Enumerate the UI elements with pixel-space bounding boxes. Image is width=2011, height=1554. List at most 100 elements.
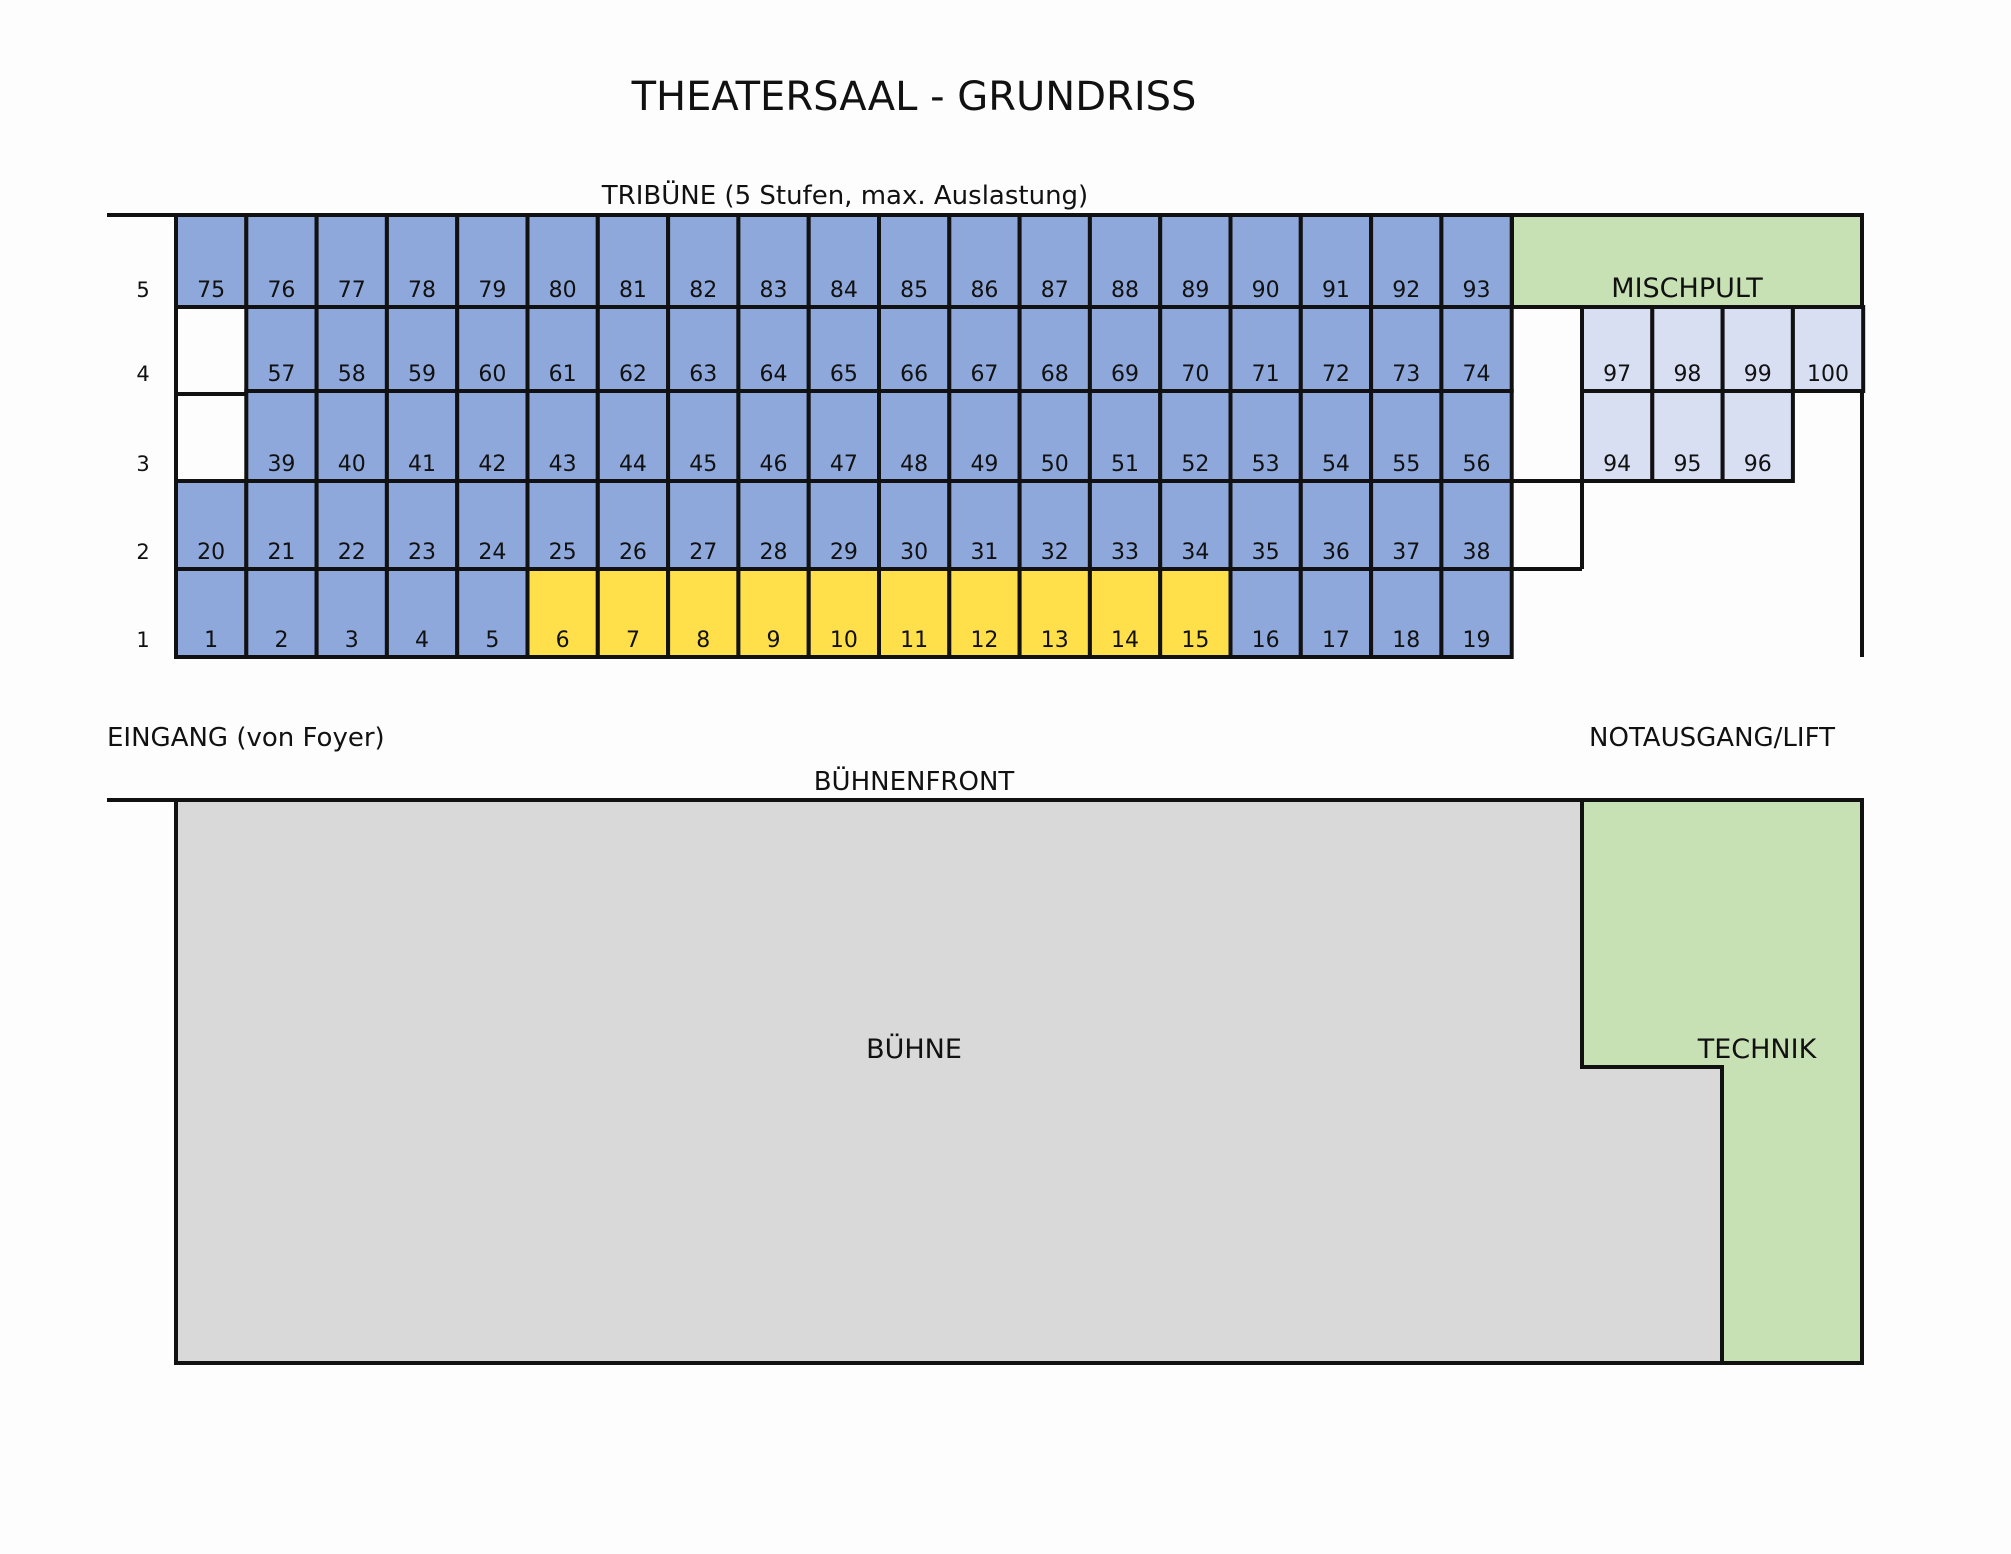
seat-42: 42: [455, 389, 530, 483]
seat-number: 40: [338, 452, 366, 477]
seat-box: [1158, 305, 1233, 393]
seat-72: 72: [1298, 305, 1374, 393]
seat-number: 80: [549, 278, 577, 303]
seat-number: 76: [267, 278, 295, 303]
seat-40: 40: [314, 389, 389, 483]
seat-8: 8: [666, 567, 741, 659]
seat-number: 48: [900, 452, 928, 477]
seat-22: 22: [314, 479, 389, 571]
seat-box: [314, 389, 389, 483]
seat-53: 53: [1228, 389, 1303, 483]
seat-box: [1158, 567, 1233, 659]
seat-97: 97: [1580, 305, 1655, 393]
seat-100: 100: [1790, 305, 1866, 393]
seat-number: 56: [1463, 452, 1491, 477]
seat-number: 79: [478, 278, 506, 303]
seat-80: 80: [525, 213, 600, 309]
plan-title: THEATERSAAL - GRUNDRISS: [631, 74, 1197, 120]
seat-68: 68: [1017, 305, 1092, 393]
seat-number: 25: [549, 540, 577, 565]
seat-number: 17: [1322, 628, 1350, 653]
seat-number: 55: [1392, 452, 1420, 477]
seat-93: 93: [1439, 213, 1514, 309]
seat-number: 63: [689, 362, 717, 387]
seat-58: 58: [314, 305, 389, 393]
seat-47: 47: [806, 389, 882, 483]
seat-number: 31: [970, 540, 998, 565]
seat-box: [1720, 389, 1795, 483]
exit-label: NOTAUSGANG/LIFT: [1589, 723, 1835, 753]
seat-88: 88: [1087, 213, 1163, 309]
stage-front-label: BÜHNENFRONT: [814, 765, 1015, 797]
seat-23: 23: [384, 479, 460, 571]
seat-number: 58: [338, 362, 366, 387]
seat-18: 18: [1369, 567, 1444, 659]
seat-box: [877, 567, 952, 659]
seat-number: 43: [549, 452, 577, 477]
seat-64: 64: [736, 305, 811, 393]
seat-33: 33: [1087, 479, 1163, 571]
seat-number: 27: [689, 540, 717, 565]
seat-box: [1439, 567, 1514, 659]
seat-number: 64: [760, 362, 788, 387]
seat-78: 78: [384, 213, 460, 309]
seat-11: 11: [877, 567, 952, 659]
seat-number: 70: [1181, 362, 1209, 387]
seat-box: [947, 567, 1022, 659]
seat-79: 79: [455, 213, 530, 309]
seat-number: 42: [478, 452, 506, 477]
seat-box: [384, 479, 460, 571]
seat-12: 12: [947, 567, 1022, 659]
seat-6: 6: [525, 567, 600, 659]
seat-66: 66: [877, 305, 952, 393]
seat-number: 81: [619, 278, 647, 303]
seat-number: 94: [1603, 452, 1631, 477]
seat-number: 13: [1041, 628, 1069, 653]
seat-number: 71: [1252, 362, 1280, 387]
seat-95: 95: [1650, 389, 1725, 483]
seat-73: 73: [1369, 305, 1444, 393]
seat-19: 19: [1439, 567, 1514, 659]
seat-number: 4: [415, 628, 429, 653]
seat-number: 93: [1463, 278, 1491, 303]
seat-41: 41: [384, 389, 460, 483]
seat-number: 22: [338, 540, 366, 565]
seat-37: 37: [1369, 479, 1444, 571]
seat-box: [1158, 389, 1233, 483]
seat-number: 1: [204, 628, 218, 653]
seat-box: [525, 567, 600, 659]
seat-box: [1580, 389, 1655, 483]
seat-box: [1790, 305, 1866, 393]
row-label-4: 4: [136, 362, 149, 386]
seat-box: [314, 479, 389, 571]
seat-box: [736, 567, 811, 659]
seat-number: 34: [1181, 540, 1209, 565]
seat-10: 10: [806, 567, 882, 659]
seat-number: 6: [556, 628, 570, 653]
technik-area: TECHNIK: [1580, 798, 1864, 1365]
seat-number: 29: [830, 540, 858, 565]
seat-box: [1087, 479, 1163, 571]
seat-number: 95: [1673, 452, 1701, 477]
seat-77: 77: [314, 213, 389, 309]
seat-number: 57: [267, 362, 295, 387]
seat-number: 66: [900, 362, 928, 387]
seat-box: [174, 479, 249, 571]
seat-box: [1298, 213, 1374, 309]
seat-92: 92: [1369, 213, 1444, 309]
seat-74: 74: [1439, 305, 1514, 393]
seat-box: [1298, 567, 1374, 659]
seat-box: [806, 479, 882, 571]
seat-number: 3: [345, 628, 359, 653]
seat-9: 9: [736, 567, 811, 659]
seat-number: 87: [1041, 278, 1069, 303]
seat-number: 52: [1181, 452, 1209, 477]
seat-box: [244, 567, 319, 659]
seat-number: 50: [1041, 452, 1069, 477]
seat-number: 59: [408, 362, 436, 387]
seat-box: [244, 213, 319, 309]
seat-number: 54: [1322, 452, 1350, 477]
seat-number: 91: [1322, 278, 1350, 303]
